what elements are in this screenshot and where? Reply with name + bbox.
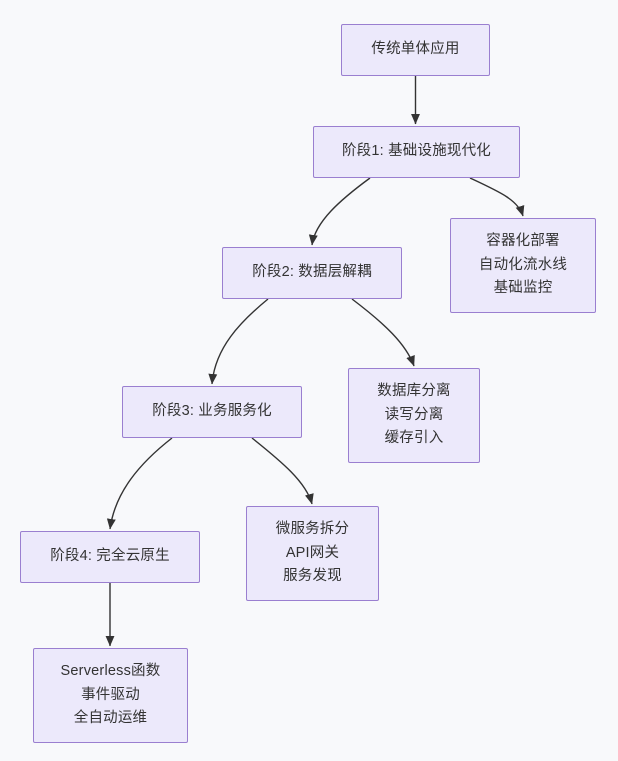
node-label-line: 基础监控: [493, 280, 553, 297]
node-label-line: 全自动运维: [73, 710, 148, 727]
flow-node-stage-1-detail[interactable]: 容器化部署自动化流水线基础监控: [450, 218, 596, 313]
flow-edge: [469, 177, 525, 217]
node-label-line: 阶段2: 数据层解耦: [252, 264, 372, 281]
flow-node-legacy-monolith[interactable]: 传统单体应用: [341, 24, 490, 76]
flow-node-stage-4[interactable]: 阶段4: 完全云原生: [20, 531, 200, 583]
node-label-line: 微服务拆分: [275, 521, 350, 538]
flow-edge: [351, 298, 415, 367]
flow-node-stage-2-detail[interactable]: 数据库分离读写分离缓存引入: [348, 368, 480, 463]
node-label-line: 事件驱动: [81, 686, 140, 703]
flow-node-stage-4-detail[interactable]: Serverless函数事件驱动全自动运维: [33, 648, 188, 743]
node-label-line: 数据库分离: [377, 383, 451, 400]
flow-edge: [208, 298, 269, 385]
node-label-line: 缓存引入: [384, 430, 444, 447]
flow-node-stage-3-detail[interactable]: 微服务拆分 API网关服务发现: [246, 506, 379, 601]
flow-node-stage-3[interactable]: 阶段3: 业务服务化: [122, 386, 302, 438]
node-label-line: 容器化部署: [486, 233, 560, 250]
node-label-line: 自动化流水线: [478, 256, 568, 273]
flow-node-stage-2[interactable]: 阶段2: 数据层解耦: [222, 247, 402, 299]
node-label-line: Serverless函数: [60, 663, 161, 680]
flow-edge: [251, 437, 314, 505]
node-label-line: 服务发现: [283, 568, 342, 585]
node-label-line: 传统单体应用: [371, 41, 460, 58]
flow-edge: [106, 437, 173, 530]
node-label-line: API网关: [285, 544, 340, 561]
node-label-line: 阶段4: 完全云原生: [50, 548, 170, 565]
node-label-line: 阶段3: 业务服务化: [152, 403, 272, 420]
flow-node-stage-1[interactable]: 阶段1: 基础设施现代化: [313, 126, 520, 178]
node-label-line: 读写分离: [384, 406, 444, 423]
flow-edge: [308, 177, 371, 246]
node-label-line: 阶段1: 基础设施现代化: [341, 143, 492, 160]
